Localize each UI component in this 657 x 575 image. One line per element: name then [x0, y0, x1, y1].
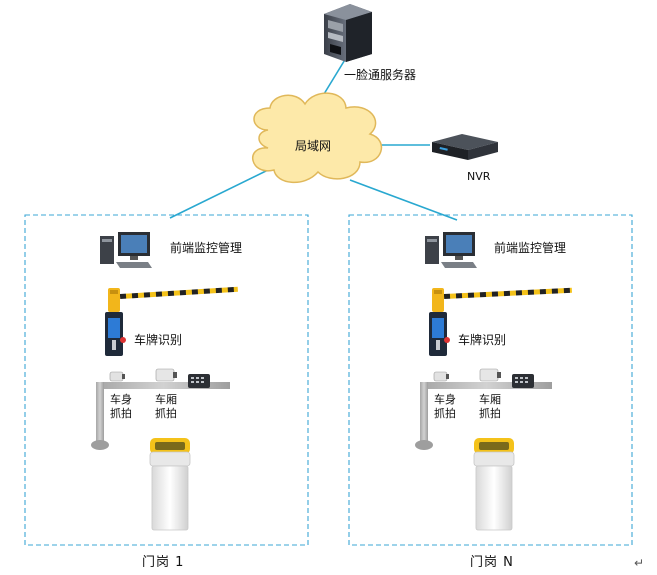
gate1-barrier-gate — [108, 286, 238, 312]
server-icon — [324, 4, 372, 62]
nvr-label: NVR — [467, 170, 491, 183]
gate1-body-camera-icon — [109, 371, 125, 382]
gateN-cabin-camera-icon — [479, 368, 501, 382]
gate1-cabin-camera-icon — [155, 368, 177, 382]
gateN-truck-icon — [473, 438, 515, 531]
lan-to-gateN-line — [349, 179, 458, 221]
gate1-plate-camera-icon — [105, 312, 126, 356]
gateN-plate-camera-icon — [429, 312, 450, 356]
gate1-camera-pole — [91, 382, 230, 450]
gateN-barrier-gate — [432, 287, 572, 312]
gate1-monitor-label: 前端监控管理 — [170, 241, 243, 255]
gateN-body-cam-label-1: 车身 — [434, 393, 456, 406]
gateN-monitor-label: 前端监控管理 — [494, 241, 567, 255]
lan-cloud — [251, 92, 383, 183]
gateN-card-reader-icon — [512, 374, 534, 388]
gate1-cabin-cam-label-1: 车厢 — [155, 393, 177, 406]
gate1-plate-label: 车牌识别 — [134, 333, 183, 347]
paragraph-return-mark: ↵ — [634, 556, 645, 570]
gateN-body-camera-icon — [433, 371, 449, 382]
gateN-body-cam-label-2: 抓拍 — [434, 407, 456, 420]
gate1-pc-icon — [100, 232, 152, 268]
gateN-frame — [348, 214, 633, 546]
gate1-frame — [24, 214, 309, 546]
gateN-equipment — [415, 232, 572, 531]
gateN-pc-icon — [425, 232, 477, 268]
gateN-title: 门岗 N — [470, 555, 514, 570]
gate1-body-cam-label-2: 抓拍 — [110, 407, 132, 420]
gate1-body-cam-label-1: 车身 — [110, 393, 132, 406]
lan-to-gate1-line — [169, 169, 269, 219]
gate1-truck-icon — [149, 438, 191, 531]
gateN-camera-pole — [415, 382, 552, 450]
gateN-cabin-cam-label-2: 抓拍 — [479, 407, 501, 420]
gate1-cabin-cam-label-2: 抓拍 — [155, 407, 177, 420]
gateN-plate-label: 车牌识别 — [458, 333, 507, 347]
gate1-title: 门岗 1 — [142, 555, 185, 570]
server-label: 一脸通服务器 — [344, 68, 417, 82]
gateN-cabin-cam-label-1: 车厢 — [479, 393, 501, 406]
gate1-card-reader-icon — [188, 374, 210, 388]
nvr-icon — [432, 134, 498, 160]
gate1-equipment — [91, 232, 238, 531]
lan-label: 局域网 — [295, 139, 332, 153]
